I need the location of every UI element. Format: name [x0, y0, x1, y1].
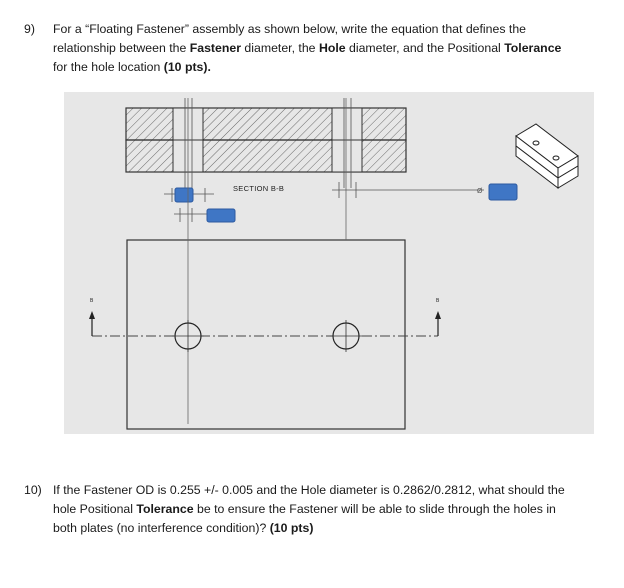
technical-drawing: SECTION B-B Ø [89, 98, 579, 430]
front-hole-left [172, 320, 204, 352]
text-segment: (10 pts). [163, 60, 211, 74]
cut-label-left: B [90, 298, 94, 304]
front-view: B B [89, 98, 441, 430]
callout-box-3 [488, 183, 518, 201]
front-view-outline [126, 239, 406, 430]
text-segment: be to ensure the Fastener will be able t… [193, 502, 556, 516]
question-9-text: For a “Floating Fastener” assembly as sh… [53, 20, 604, 77]
drawing-panel: SECTION B-B Ø [64, 92, 594, 434]
text-segment: Fastener [189, 41, 241, 55]
question-9: 9) For a “Floating Fastener” assembly as… [24, 20, 604, 77]
text-segment: diameter, and the Positional [345, 41, 505, 55]
callout-box-2 [206, 208, 236, 223]
question-10-line-1: If the Fastener OD is 0.255 +/- 0.005 an… [53, 481, 604, 500]
diameter-symbol: Ø [477, 188, 483, 195]
cut-label-right: B [436, 298, 440, 304]
text-segment: Tolerance [504, 41, 562, 55]
callout-box-1 [174, 187, 194, 203]
text-segment: for the hole location [53, 60, 164, 74]
text-segment: relationship between the [53, 41, 190, 55]
text-segment: both plates (no interference condition)? [53, 521, 270, 535]
text-segment: If the Fastener OD is 0.255 +/- 0.005 an… [53, 483, 565, 497]
question-9-line-2: relationship between the Fastener diamet… [53, 39, 604, 58]
text-segment: Hole [318, 41, 346, 55]
question-10-text: If the Fastener OD is 0.255 +/- 0.005 an… [53, 481, 604, 538]
text-segment: For a “Floating Fastener” assembly as sh… [53, 22, 526, 36]
bottom-plate [125, 139, 407, 173]
question-10-line-2: hole Positional Tolerance be to ensure t… [53, 500, 604, 519]
question-10-number: 10) [24, 483, 42, 497]
question-10: 10) If the Fastener OD is 0.255 +/- 0.00… [24, 481, 604, 538]
question-10-line-3: both plates (no interference condition)?… [53, 519, 604, 538]
isometric-part [515, 123, 579, 190]
text-segment: Tolerance [136, 502, 194, 516]
question-9-line-1: For a “Floating Fastener” assembly as sh… [53, 20, 604, 39]
text-segment: (10 pts) [269, 521, 314, 535]
section-view: SECTION B-B [125, 98, 407, 193]
front-hole-right [330, 320, 362, 352]
question-9-number: 9) [24, 22, 35, 36]
question-9-line-3: for the hole location (10 pts). [53, 58, 604, 77]
text-segment: diameter, the [241, 41, 319, 55]
top-plate [125, 107, 407, 141]
text-segment: hole Positional [53, 502, 137, 516]
section-label: SECTION B-B [233, 184, 284, 193]
